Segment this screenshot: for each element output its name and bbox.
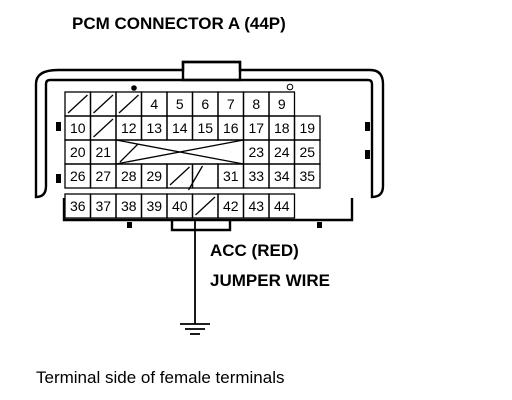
ground-wire — [180, 221, 210, 335]
pin-number: 5 — [176, 96, 184, 112]
diagram-caption: Terminal side of female terminals — [36, 368, 285, 387]
cavity-cross-line — [115, 139, 244, 165]
connector-title: PCM CONNECTOR A (44P) — [72, 14, 286, 33]
terminal-cell — [268, 193, 296, 219]
terminal-grid — [64, 91, 321, 219]
pin-number: 31 — [223, 168, 239, 184]
pin-number: 44 — [274, 198, 290, 214]
connector-shell — [34, 60, 385, 232]
pin-number: 34 — [274, 168, 290, 184]
pin-number: 6 — [201, 96, 209, 112]
unused-terminal-mark — [119, 143, 139, 163]
pin-number: 33 — [248, 168, 264, 184]
jumper-note-line1: ACC (RED) — [210, 241, 299, 260]
pin-number: 16 — [223, 120, 239, 136]
pin-number: 28 — [121, 168, 137, 184]
pin-number: 24 — [274, 144, 290, 160]
pin-number: 39 — [146, 198, 162, 214]
pin-number: 27 — [95, 168, 111, 184]
unused-terminal-mark — [93, 118, 114, 138]
empty-cavity — [115, 139, 245, 165]
pin-number: 19 — [299, 120, 315, 136]
pin-number: 38 — [121, 198, 137, 214]
pin-number: 29 — [146, 168, 162, 184]
pin-number: 40 — [172, 198, 188, 214]
pin-number: 42 — [223, 198, 239, 214]
terminal-cell — [293, 163, 321, 189]
pin-number: 9 — [278, 96, 286, 112]
pin-number: 20 — [70, 144, 86, 160]
pin-labels: 4 5 6 7 8 9 10 12 13 14 15 16 17 18 19 20 21 23 24 25 26 27 28… — [70, 96, 315, 214]
unused-terminal-mark — [195, 196, 216, 216]
pin-number: 13 — [146, 120, 162, 136]
pin-number: 17 — [248, 120, 264, 136]
unused-terminal-mark — [169, 166, 190, 186]
pin-number: 12 — [121, 120, 137, 136]
pin-number: 43 — [248, 198, 264, 214]
unused-terminal-mark — [67, 94, 88, 114]
unused-terminal-mark — [118, 94, 139, 114]
pin-number: 4 — [150, 96, 158, 112]
pin-number: 15 — [197, 120, 213, 136]
pin-number: 10 — [70, 120, 86, 136]
pin-number: 21 — [95, 144, 111, 160]
unused-terminal-mark — [93, 94, 114, 114]
pin-number: 37 — [95, 198, 111, 214]
pin-number: 25 — [299, 144, 315, 160]
pin-number: 7 — [227, 96, 235, 112]
pin-number: 26 — [70, 168, 86, 184]
unused-terminal-mark — [187, 165, 204, 191]
pin-number: 14 — [172, 120, 188, 136]
pin-number: 35 — [299, 168, 315, 184]
jumper-note-line2: JUMPER WIRE — [210, 271, 330, 290]
pin-number: 8 — [252, 96, 260, 112]
latch-markers — [56, 83, 370, 228]
pin-number: 36 — [70, 198, 86, 214]
pin-number: 23 — [248, 144, 264, 160]
pin-number: 18 — [274, 120, 290, 136]
